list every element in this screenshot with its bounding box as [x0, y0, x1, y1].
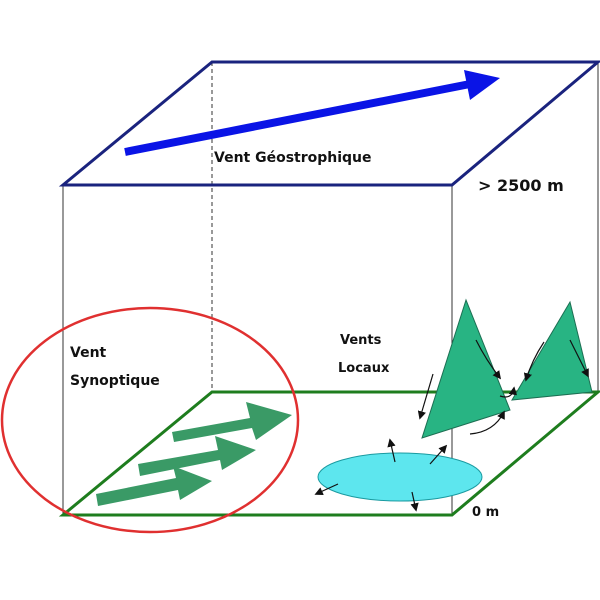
synoptic-scale-ellipse — [0, 306, 300, 534]
bottom-altitude-label: 0 m — [472, 505, 499, 520]
local-winds-label-line1: Vents — [340, 333, 382, 348]
upper-atmosphere-plane — [58, 60, 600, 187]
mountains — [421, 298, 593, 439]
geostrophic-wind-arrow — [124, 70, 500, 156]
synoptic-arrow-2 — [138, 436, 256, 476]
synoptic-wind-label-line1: Vent — [70, 345, 107, 361]
local-winds-label-line2: Locaux — [338, 361, 390, 376]
mountain-right — [511, 300, 593, 401]
synoptic-arrow-3 — [172, 402, 292, 442]
lake — [317, 452, 483, 502]
local-wind-arrows — [417, 339, 589, 435]
synoptic-wind-arrows — [96, 402, 292, 506]
synoptic-arrow-1 — [96, 466, 212, 506]
top-altitude-label: > 2500 m — [478, 176, 564, 195]
mountain-left — [421, 298, 511, 439]
lake-breeze-arrows — [314, 438, 448, 512]
geostrophic-wind-label: Vent Géostrophique — [214, 150, 372, 166]
synoptic-wind-label-line2: Synoptique — [70, 373, 160, 389]
